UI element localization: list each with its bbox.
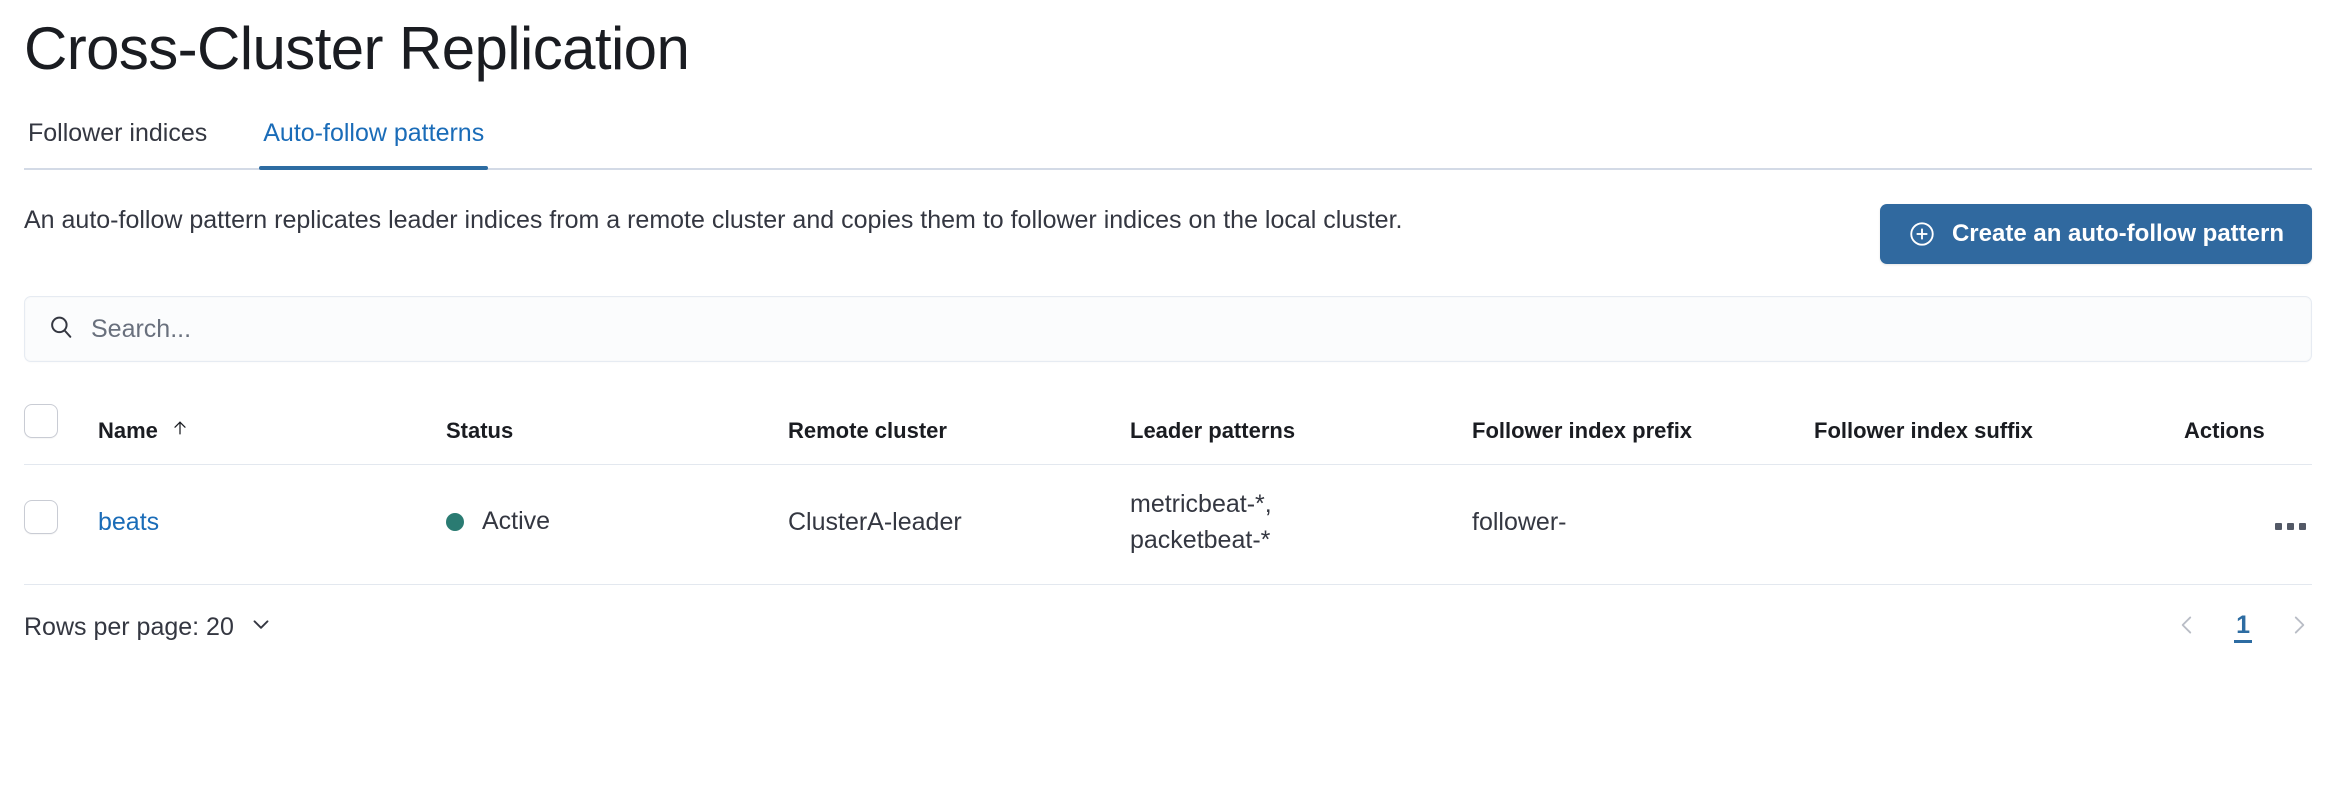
column-header-name-label: Name bbox=[98, 418, 158, 443]
ellipsis-horizontal-icon[interactable] bbox=[2269, 517, 2312, 536]
page-title: Cross-Cluster Replication bbox=[24, 15, 690, 82]
name-sort-control[interactable]: Name bbox=[98, 418, 190, 444]
create-button-label: Create an auto-follow pattern bbox=[1951, 220, 2284, 247]
chevron-left-icon[interactable] bbox=[2174, 612, 2200, 643]
search-input[interactable] bbox=[91, 314, 2289, 344]
column-header-leader-patterns[interactable]: Leader patterns bbox=[1130, 390, 1472, 465]
cell-follower-index-prefix: follower- bbox=[1472, 464, 1814, 585]
table-row: beats Active ClusterA-leader metricbeat-… bbox=[24, 464, 2312, 585]
create-auto-follow-pattern-button[interactable]: Create an auto-follow pattern bbox=[1879, 204, 2312, 264]
table-header-row: Name Status Remote cluster Leader patter… bbox=[24, 390, 2312, 465]
cell-name: beats bbox=[98, 464, 446, 585]
chevron-down-icon bbox=[248, 611, 274, 644]
search-bar[interactable] bbox=[24, 296, 2312, 362]
column-header-follower-index-suffix[interactable]: Follower index suffix bbox=[1814, 390, 2184, 465]
select-all-checkbox[interactable] bbox=[24, 404, 58, 438]
status-dot-icon bbox=[446, 512, 464, 531]
plus-in-circle-icon bbox=[1908, 220, 1936, 248]
cell-remote-cluster: ClusterA-leader bbox=[788, 464, 1130, 585]
column-header-follower-index-prefix[interactable]: Follower index prefix bbox=[1472, 390, 1814, 465]
tab-bar: Follower indices Auto-follow patterns bbox=[24, 121, 2312, 170]
tab-auto-follow-patterns[interactable]: Auto-follow patterns bbox=[259, 121, 489, 170]
row-checkbox[interactable] bbox=[24, 500, 58, 535]
pagination-page-1[interactable]: 1 bbox=[2234, 612, 2252, 643]
column-header-name[interactable]: Name bbox=[98, 390, 446, 465]
column-header-actions: Actions bbox=[2184, 390, 2312, 465]
intro-description: An auto-follow pattern replicates leader… bbox=[24, 206, 1403, 234]
status-badge: Active bbox=[446, 504, 550, 540]
pagination: 1 bbox=[2174, 612, 2312, 643]
rows-per-page-selector[interactable]: Rows per page: 20 bbox=[24, 611, 274, 644]
cell-leader-patterns: metricbeat-*, packetbeat-* bbox=[1130, 464, 1472, 585]
column-header-status[interactable]: Status bbox=[446, 390, 788, 465]
cell-status: Active bbox=[446, 464, 788, 585]
row-select-cell bbox=[24, 464, 98, 585]
search-icon bbox=[47, 313, 75, 346]
table-footer: Rows per page: 20 1 bbox=[24, 611, 2312, 644]
rows-per-page-label: Rows per page: 20 bbox=[24, 613, 234, 641]
chevron-right-icon[interactable] bbox=[2286, 612, 2312, 643]
column-header-remote-cluster[interactable]: Remote cluster bbox=[788, 390, 1130, 465]
auto-follow-patterns-table: Name Status Remote cluster Leader patter… bbox=[24, 390, 2312, 585]
status-label: Active bbox=[482, 506, 551, 535]
cell-follower-index-suffix bbox=[1814, 464, 2184, 585]
intro-section: An auto-follow pattern replicates leader… bbox=[24, 202, 2312, 264]
tab-follower-indices[interactable]: Follower indices bbox=[28, 119, 208, 147]
arrow-up-icon bbox=[170, 418, 190, 444]
cell-actions bbox=[2184, 464, 2312, 585]
pattern-name-link[interactable]: beats bbox=[98, 507, 160, 536]
select-all-header bbox=[24, 390, 98, 465]
